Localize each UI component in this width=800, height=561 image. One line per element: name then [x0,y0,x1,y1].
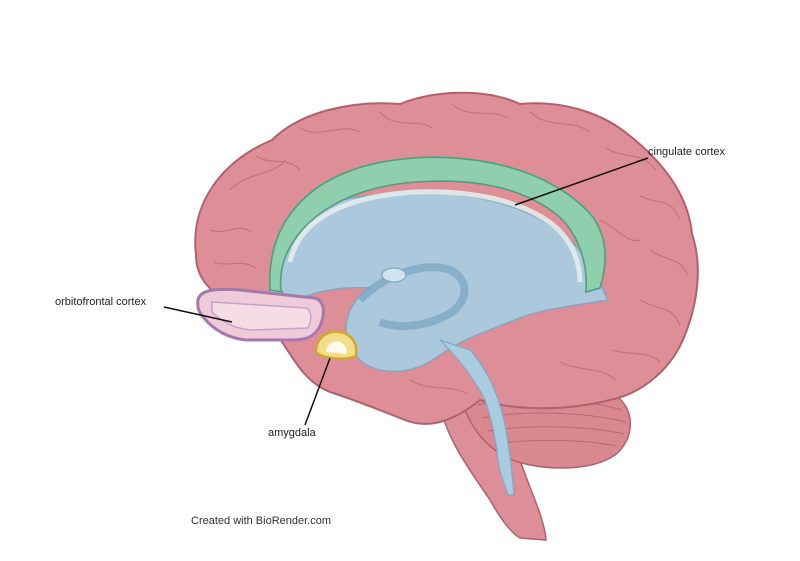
cingulate-inner [287,189,583,283]
amygdala-label: amygdala [268,427,316,439]
amygdala-pointer [304,357,331,426]
amygdala-inner [326,341,347,354]
orbitofrontal-inner [211,301,312,331]
third-ventricle [439,339,515,496]
interventricular-foramen [381,267,407,283]
orbitofrontal-cortex-label: orbitofrontal cortex [55,296,147,308]
cingulate-pointer [514,157,649,206]
biorender-credit: Created with BioRender.com [191,515,332,527]
cingulate-cortex-label: cingulate cortex [648,146,726,158]
orbitofrontal-pointer [163,306,233,323]
cingulate-cortex [269,156,606,294]
